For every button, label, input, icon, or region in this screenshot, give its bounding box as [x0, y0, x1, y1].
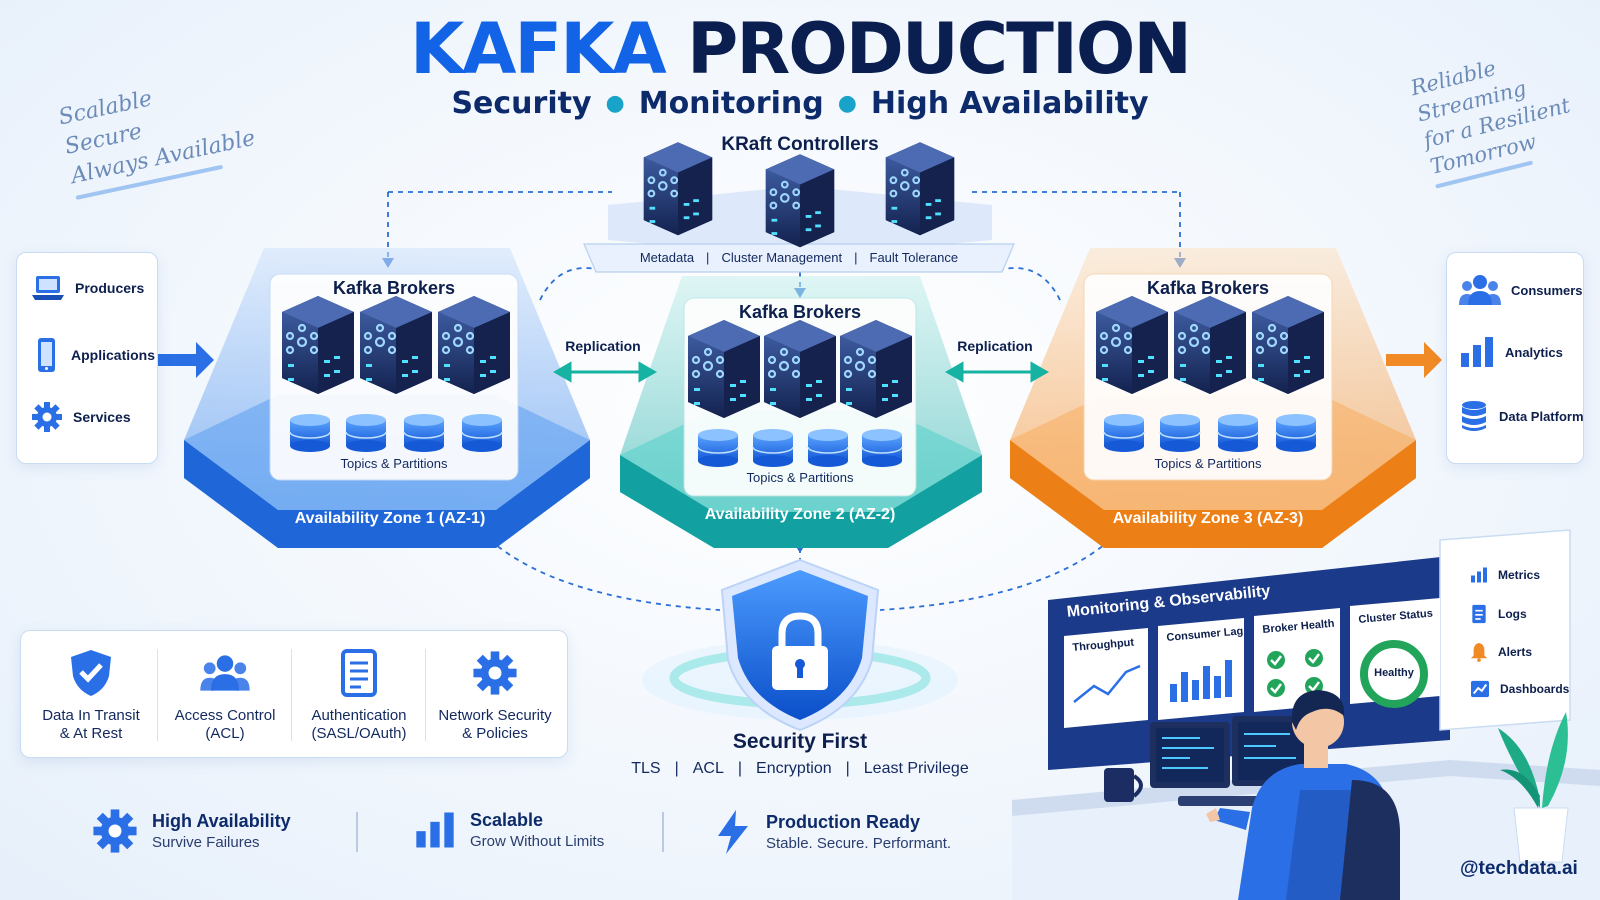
divider	[425, 649, 426, 741]
security-item-encryption: Encryption	[756, 760, 832, 777]
consumers-panel: Consumers Analytics Data Platform	[1446, 252, 1584, 464]
gear-icon	[32, 402, 62, 432]
producers-item[interactable]: Producers	[31, 273, 144, 303]
chart-line-icon	[1471, 680, 1489, 698]
legend-label: Metrics	[1498, 568, 1541, 582]
cluster-status-value: Healthy	[1374, 667, 1414, 679]
feature-line2: & At Rest	[59, 725, 123, 742]
security-item-least-privilege: Least Privilege	[863, 760, 969, 777]
data-platform-item[interactable]: Data Platform	[1459, 399, 1584, 433]
consumers-item[interactable]: Consumers	[1459, 273, 1583, 307]
security-item-acl: ACL	[692, 760, 724, 777]
brand-handle: @techdata.ai	[1460, 858, 1578, 879]
bullet-dot: ●	[837, 91, 857, 116]
feature-line1: Data In Transit	[42, 707, 140, 724]
subtitle-monitoring: Monitoring	[638, 86, 824, 121]
bottom-heading: Production Ready	[766, 812, 921, 832]
producers-panel: Producers Applications Services	[16, 252, 158, 464]
document-icon	[341, 649, 377, 697]
bottom-sub: Grow Without Limits	[470, 833, 605, 850]
laptop-icon	[32, 276, 64, 300]
shield-check-icon	[71, 650, 111, 696]
gear-icon	[473, 651, 517, 695]
services-label: Services	[73, 409, 131, 425]
title-kafka: KAFKA	[410, 8, 667, 90]
title-production: PRODUCTION	[687, 8, 1192, 90]
feature-data-in-transit[interactable]: Data In Transit & At Rest	[25, 645, 157, 743]
feature-network-security[interactable]: Network Security & Policies	[429, 645, 561, 743]
feature-line2: (ACL)	[205, 725, 245, 742]
legend-label: Alerts	[1498, 645, 1533, 659]
users-icon	[1459, 275, 1501, 305]
kraft-controllers-title: KRaft Controllers	[721, 134, 879, 155]
zone3-partitions-label: Topics & Partitions	[1154, 456, 1262, 471]
data-platform-label: Data Platform	[1499, 408, 1584, 424]
feature-line1: Access Control	[174, 707, 276, 724]
controller-bar: Metadata|Cluster Management|Fault Tolera…	[639, 250, 959, 265]
controller-bar-metadata: Metadata	[639, 250, 695, 265]
zone1-label: Availability Zone 1 (AZ-1)	[294, 510, 486, 527]
feature-line1: Network Security	[438, 707, 552, 724]
legend-dashboards[interactable]: Dashboards	[1470, 680, 1569, 698]
bottom-sub: Stable. Secure. Performant.	[766, 835, 952, 852]
replication-label-right: Replication	[957, 338, 1033, 354]
applications-label: Applications	[71, 347, 156, 363]
legend-label: Dashboards	[1500, 682, 1570, 696]
legend-label: Logs	[1498, 607, 1527, 621]
bottom-heading: High Availability	[152, 811, 291, 831]
lightning-icon	[718, 810, 748, 854]
divider	[157, 649, 158, 741]
feature-authentication[interactable]: Authentication (SASL/OAuth)	[293, 645, 425, 743]
analytics-label: Analytics	[1505, 344, 1563, 360]
divider	[291, 649, 292, 741]
subtitle-high-availability: High Availability	[870, 86, 1149, 121]
bar-chart-icon	[416, 812, 454, 848]
zone3-brokers-title: Kafka Brokers	[1146, 278, 1270, 298]
bell-icon	[1470, 643, 1488, 662]
producers-label: Producers	[75, 280, 145, 296]
feature-line2: & Policies	[462, 725, 528, 742]
security-items: TLS|ACL|Encryption|Least Privilege	[631, 760, 969, 777]
zone2-brokers-title: Kafka Brokers	[738, 302, 862, 322]
subtitle-security: Security	[451, 86, 592, 121]
page-title: KAFKA PRODUCTION	[0, 6, 1600, 92]
bar-chart-icon	[1461, 337, 1493, 367]
divider	[662, 812, 664, 852]
phone-icon	[38, 338, 55, 372]
bottom-sub: Survive Failures	[152, 834, 260, 851]
services-item[interactable]: Services	[31, 401, 131, 433]
zone2-label: Availability Zone 2 (AZ-2)	[704, 506, 896, 523]
zone2-partitions-label: Topics & Partitions	[746, 470, 854, 485]
zone3-label: Availability Zone 3 (AZ-3)	[1112, 510, 1304, 527]
page-subtitle: Security ● Monitoring ● High Availability	[0, 84, 1600, 127]
bar-chart-icon	[1471, 567, 1487, 583]
zone1-brokers-title: Kafka Brokers	[332, 278, 456, 298]
feature-line2: (SASL/OAuth)	[311, 725, 407, 742]
applications-item[interactable]: Applications	[31, 337, 155, 373]
database-icon	[1462, 401, 1486, 431]
feature-access-control[interactable]: Access Control (ACL)	[159, 645, 291, 743]
controller-bar-cluster-management: Cluster Management	[721, 250, 843, 265]
legend-metrics[interactable]: Metrics	[1470, 566, 1540, 584]
bottom-heading: Scalable	[470, 810, 544, 830]
analytics-item[interactable]: Analytics	[1459, 335, 1563, 369]
divider	[356, 812, 358, 852]
legend-logs[interactable]: Logs	[1470, 604, 1527, 624]
security-first-title: Security First	[732, 730, 868, 753]
zone1-partitions-label: Topics & Partitions	[340, 456, 448, 471]
bullet-dot: ●	[605, 91, 625, 116]
gear-icon	[93, 809, 137, 853]
consumers-label: Consumers	[1511, 282, 1583, 298]
controller-bar-fault-tolerance: Fault Tolerance	[869, 250, 959, 265]
document-icon	[1472, 604, 1486, 624]
feature-line1: Authentication	[311, 707, 407, 724]
users-icon	[200, 655, 250, 691]
security-item-tls: TLS	[631, 760, 661, 777]
security-features-panel: Data In Transit & At Rest Access Control…	[20, 630, 568, 758]
replication-label-left: Replication	[565, 338, 641, 354]
legend-alerts[interactable]: Alerts	[1470, 642, 1532, 662]
